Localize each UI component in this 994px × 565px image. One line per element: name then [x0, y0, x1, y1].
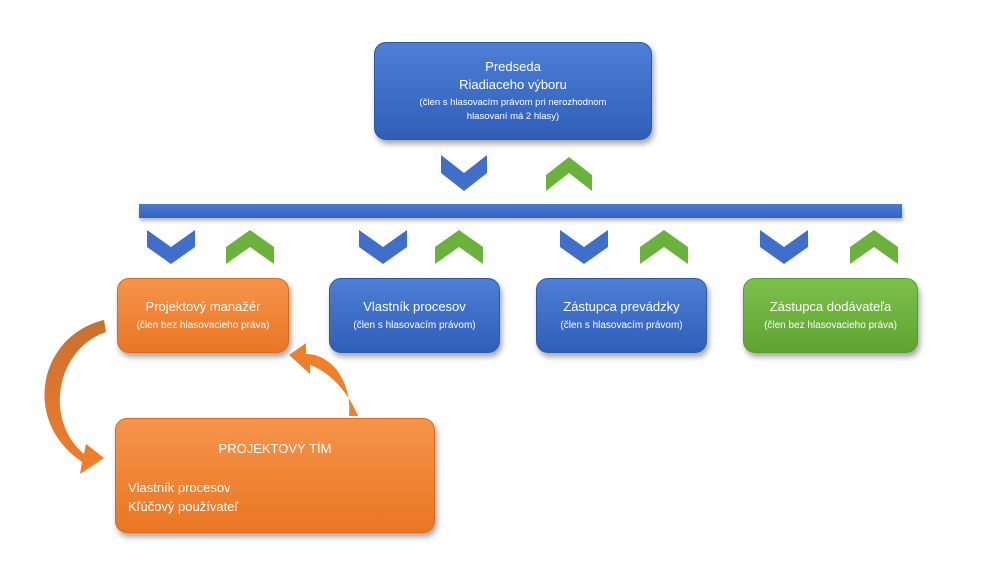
chevron-up-icon — [640, 230, 688, 264]
chevron-down-icon — [359, 230, 407, 264]
chevron-up-icon — [546, 157, 592, 191]
chevron-up-icon — [435, 230, 483, 264]
curved-arrow-left — [44, 320, 106, 474]
chevron-down-icon — [441, 155, 487, 191]
supplier-rep-box: Zástupca dodávateľa (člen bez hlasovacie… — [743, 278, 918, 353]
chairman-title-line2: Riadiaceho výboru — [459, 77, 567, 92]
project-team-title: PROJEKTOVÝ TÍM — [218, 441, 332, 456]
project-team-member: Kľúčový používateľ — [128, 499, 239, 514]
chairman-note: (člen s hlasovacím právom pri nerozhodno… — [419, 97, 607, 122]
chevron-up-icon — [226, 230, 274, 264]
operations-rep-note: (člen s hlasovacím právom) — [560, 320, 683, 331]
chevron-down-icon — [760, 230, 808, 264]
project-manager-title: Projektový manažér — [145, 299, 261, 314]
project-manager-note: (člen bez hlasovacieho práva) — [136, 320, 270, 331]
chevron-down-icon — [147, 230, 195, 264]
chairman-title-line1: Predseda — [485, 59, 541, 74]
curved-arrow-right — [289, 343, 358, 416]
operations-rep-box: Zástupca prevádzky (člen s hlasovacím pr… — [536, 278, 707, 353]
chevron-up-icon — [850, 230, 898, 264]
process-owner-box: Vlastník procesov (člen s hlasovacím prá… — [329, 278, 500, 353]
process-owner-title: Vlastník procesov — [363, 299, 466, 314]
supplier-rep-title: Zástupca dodávateľa — [769, 299, 892, 314]
project-manager-box: Projektový manažér (člen bez hlasovacieh… — [117, 278, 289, 353]
chevron-down-icon — [560, 230, 608, 264]
process-owner-note: (člen s hlasovacím právom) — [353, 320, 476, 331]
connector-bar — [139, 204, 902, 218]
project-team-member: Vlastník procesov — [128, 480, 231, 495]
operations-rep-title: Zástupca prevádzky — [563, 299, 680, 314]
chairman-box: Predseda Riadiaceho výboru (člen s hlaso… — [374, 42, 652, 140]
project-team-box: PROJEKTOVÝ TÍM Vlastník procesov Kľúčový… — [115, 418, 435, 533]
supplier-rep-note: (člen bez hlasovacieho práva) — [764, 320, 897, 331]
